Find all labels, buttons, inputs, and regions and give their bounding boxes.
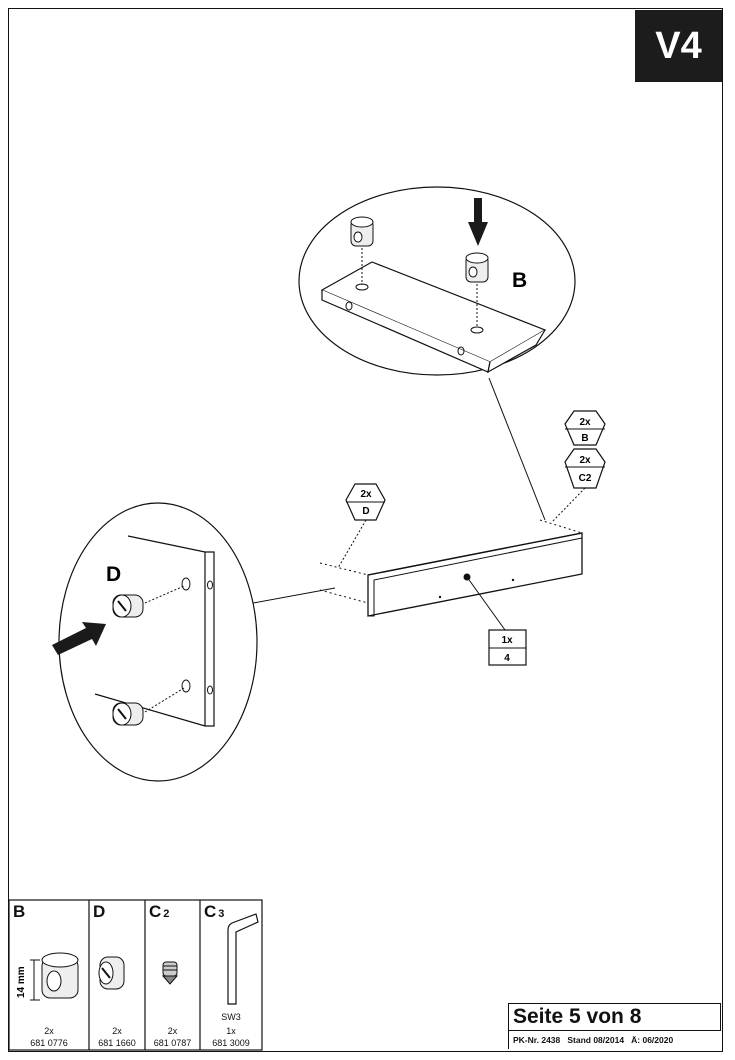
part-b-dimension: 14 mm [16, 966, 27, 998]
part-cell-b: B 2x 681 0776 [9, 900, 89, 1050]
part-b-illustration [30, 952, 79, 1001]
part-c3-sub: 3 [218, 908, 225, 920]
hex-tag-b [564, 410, 606, 446]
part-c3-qty: 1x [226, 1026, 236, 1036]
part-c2-illustration [161, 961, 179, 985]
part-d-letter: D [93, 902, 106, 921]
part-c3-number: 681 3009 [212, 1038, 250, 1048]
hex-b-part: B [581, 433, 588, 444]
callout-letter-b: B [512, 269, 527, 292]
part-b-letter: B [13, 902, 26, 921]
part-c2-sub: 2 [163, 908, 170, 920]
part-c2-number: 681 0787 [153, 1038, 192, 1048]
part-b-qty: 2x [44, 1026, 54, 1036]
part-c3-letter: C [204, 902, 217, 921]
panel-tag [488, 629, 527, 666]
hex-b-qty: 2x [579, 417, 591, 428]
detail-circle-left [52, 502, 258, 782]
hex-tag-c2 [564, 448, 606, 489]
part-c3-tool-label: SW3 [221, 1012, 241, 1022]
part-c2-qty: 2x [167, 1026, 178, 1036]
part-d-qty: 2x [112, 1026, 122, 1036]
hex-tag-d [345, 483, 386, 521]
part-d-number: 681 1660 [98, 1038, 136, 1048]
part-c2-letter: C [149, 902, 162, 921]
panel-tag-part: 4 [504, 653, 510, 664]
step-badge: V4 [635, 10, 722, 82]
callout-letter-d: D [106, 563, 121, 586]
detail-circle-top [298, 186, 576, 376]
part-d-illustration [98, 956, 125, 990]
page-indicator: Seite 5 von 8 [508, 1003, 721, 1031]
panel-part-4 [319, 519, 583, 617]
panel-tag-qty: 1x [501, 635, 513, 646]
pk-number: PK-Nr. 2438 [513, 1035, 561, 1045]
stand-date: Stand 08/2014 [567, 1035, 625, 1045]
revision-date: Ä: 06/2020 [631, 1035, 674, 1045]
hex-c2-part: C2 [579, 473, 592, 484]
part-cell-d: D 2x 681 1660 [89, 900, 145, 1050]
part-b-number: 681 0776 [30, 1038, 68, 1048]
hex-d-qty: 2x [360, 489, 372, 500]
hex-c2-qty: 2x [579, 455, 591, 466]
page-frame [8, 8, 723, 1052]
hex-d-part: D [362, 506, 369, 517]
document-meta: PK-Nr. 2438 Stand 08/2014 Ä: 06/2020 [508, 1031, 721, 1049]
part-c3-hexkey-illustration [227, 913, 259, 1005]
